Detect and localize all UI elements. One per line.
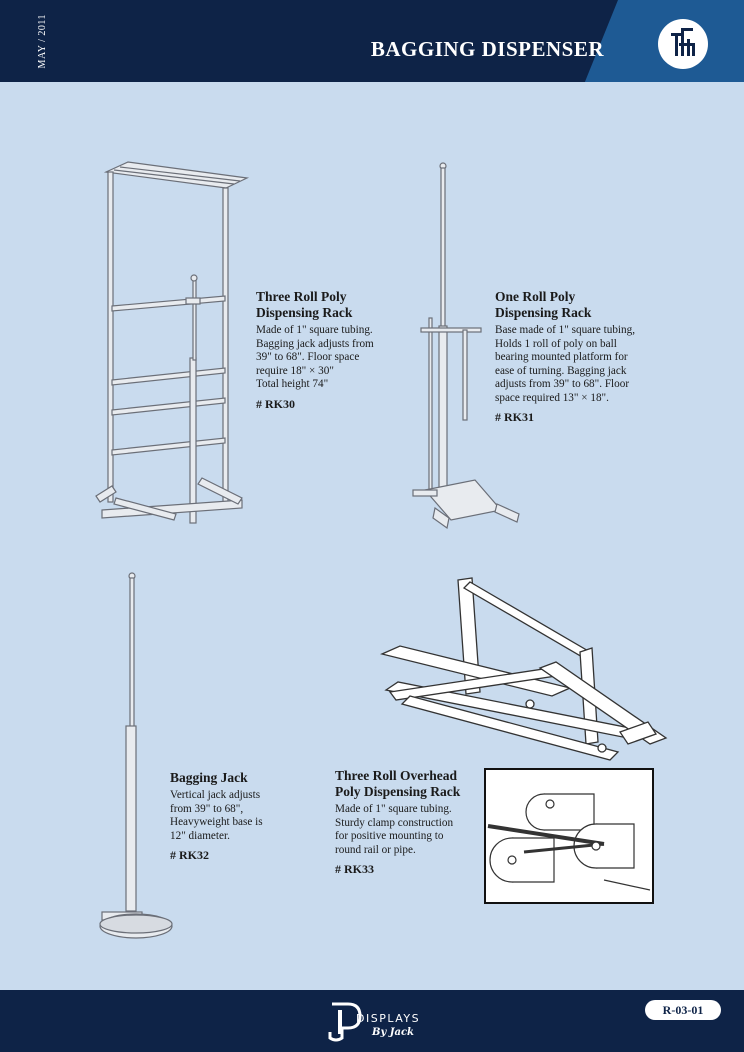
brand-tagline: By Jack (372, 1027, 414, 1038)
product-sku: # RK30 (256, 396, 295, 411)
product-description: Made of 1" square tubing. Bagging jack a… (256, 324, 374, 390)
issue-date: MAY / 2011 (37, 14, 48, 69)
rk33-overhead-rack-illustration (380, 577, 668, 761)
page-code-badge: R-03-01 (645, 1000, 721, 1020)
product-description: Vertical jack adjusts from 39" to 68", H… (170, 789, 263, 842)
brand-logo-icon (328, 1002, 362, 1042)
product-sku: # RK31 (495, 410, 534, 424)
brand-name: DISPLAYS (356, 1012, 421, 1025)
product-description: Base made of 1" square tubing, Holds 1 r… (495, 324, 636, 404)
rk32-jack-illustration (99, 572, 173, 939)
rk30-rack-illustration (95, 161, 250, 524)
product-sku: # RK32 (170, 848, 209, 862)
product-sku: # RK33 (335, 862, 374, 876)
product-rk32: Bagging Jack Vertical jack adjusts from … (170, 770, 300, 863)
product-description: Made of 1" square tubing. Sturdy clamp c… (335, 803, 454, 856)
page-footer: DISPLAYS By Jack R-03-01 (0, 990, 744, 1052)
product-title: Bagging Jack (170, 770, 248, 785)
page-title: BAGGING DISPENSER (370, 37, 604, 61)
rk33-clamp-detail-illustration (484, 768, 654, 904)
rk31-rack-illustration (412, 162, 520, 530)
page-header: MAY / 2011 BAGGING DISPENSER (0, 0, 744, 82)
company-logo-icon (658, 19, 708, 69)
